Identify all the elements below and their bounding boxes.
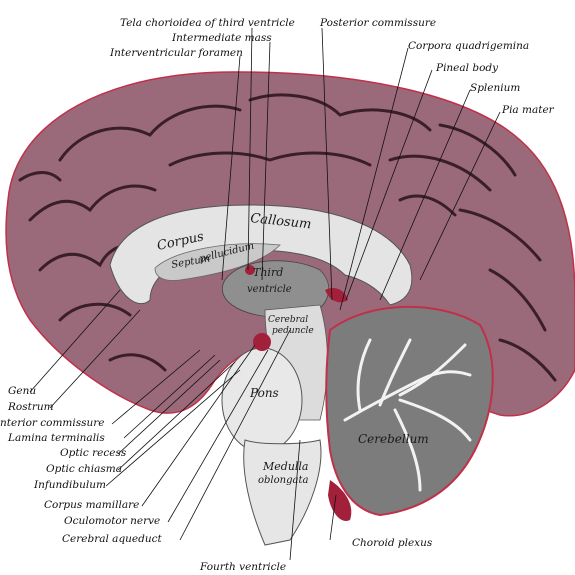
label-choroid-plexus: Choroid plexus — [352, 537, 433, 549]
label-pia-mater: Pia mater — [501, 104, 555, 116]
label-splenium: Splenium — [470, 82, 520, 94]
inner-label-third: Third — [253, 266, 283, 279]
inner-label-cerebellum: Cerebellum — [358, 432, 429, 446]
label-fourth-ventricle: Fourth ventricle — [199, 561, 286, 573]
label-optic-chiasma: Optic chiasma — [46, 463, 122, 475]
arbor-vitae — [343, 338, 472, 492]
inner-label-pons: Pons — [249, 386, 279, 400]
label-anterior-commissure: nterior commissure — [0, 417, 105, 429]
inner-label-cerebral: Cerebral — [268, 315, 308, 325]
annotation-labels: Tela chorioidea of third ventricle Inter… — [0, 17, 555, 573]
label-optic-recess: Optic recess — [60, 447, 127, 459]
inner-label-oblongata: oblongata — [258, 475, 308, 486]
corpus-callosum — [109, 204, 413, 306]
label-posterior-commissure: Posterior commissure — [319, 17, 436, 29]
label-corpora-quadrigemina: Corpora quadrigemina — [408, 40, 529, 52]
label-lamina-terminalis: Lamina terminalis — [7, 432, 105, 444]
leader-lines — [29, 27, 501, 561]
label-intermediate-mass: Intermediate mass — [171, 32, 272, 44]
inner-label-peduncle: peduncle — [272, 326, 314, 336]
label-cerebral-aqueduct: Cerebral aqueduct — [62, 533, 162, 545]
inner-label-medulla: Medulla — [262, 460, 309, 473]
label-genu: Genu — [8, 385, 36, 397]
label-oculomotor-nerve: Oculomotor nerve — [64, 515, 160, 527]
septum-pellucidum — [154, 243, 281, 281]
label-infundibulum: Infundibulum — [33, 479, 106, 491]
medulla-oblongata — [243, 439, 322, 546]
sulci — [18, 93, 557, 382]
inner-label-ventricle: ventricle — [247, 284, 292, 295]
label-rostrum: Rostrum — [7, 401, 54, 413]
label-tela-choroidea: Tela chorioidea of third ventricle — [120, 17, 295, 29]
label-pineal-body: Pineal body — [435, 62, 499, 74]
label-corpus-mamillare: Corpus mamillare — [44, 499, 139, 511]
label-interventricular-foramen: Interventricular foramen — [109, 47, 243, 59]
inner-label-callosum: Callosum — [250, 211, 312, 232]
